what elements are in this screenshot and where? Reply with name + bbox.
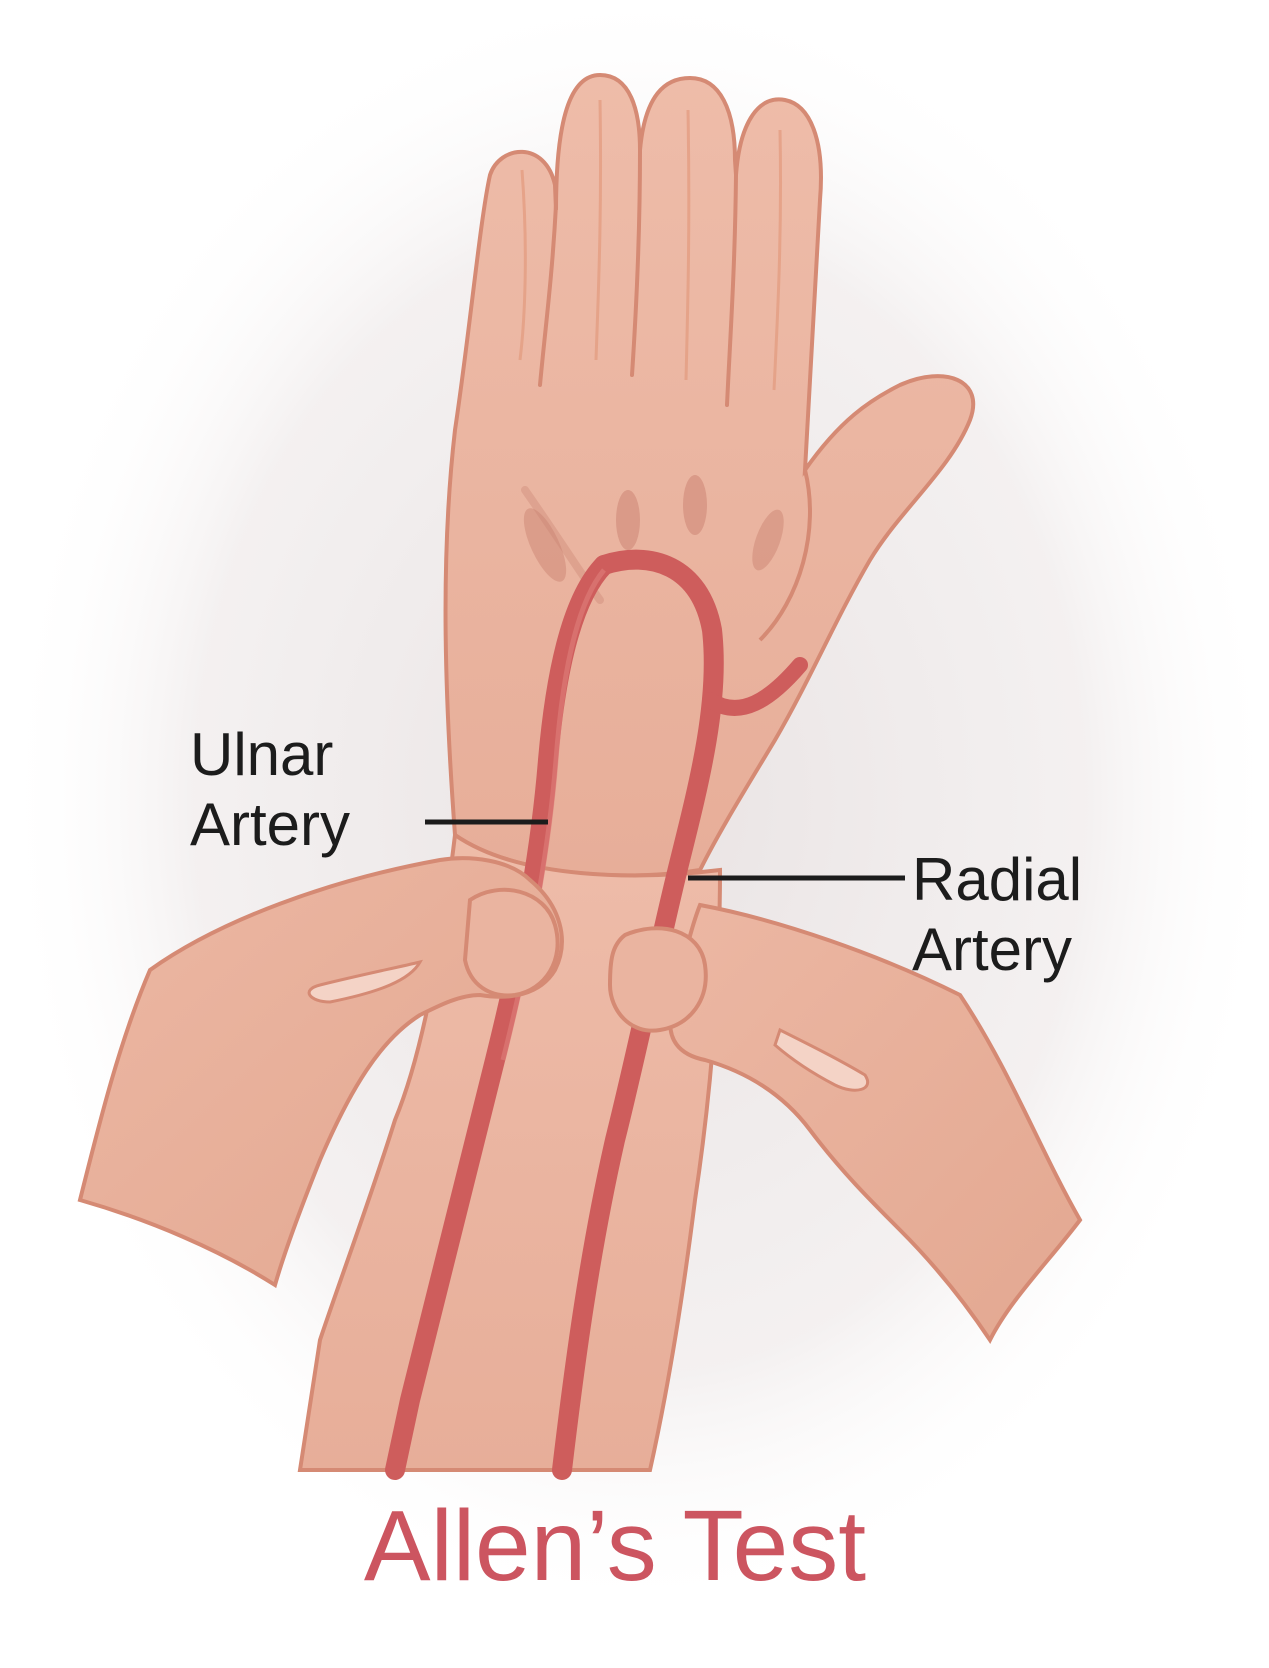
examiner-right-hand [607, 902, 1083, 1344]
patient-palm [443, 72, 976, 878]
patient-hand [297, 72, 976, 1472]
examiner-left-hand [77, 856, 564, 1289]
examiner-left-hand-shape [77, 856, 564, 1289]
radial-label-line1: Radial [912, 846, 1082, 913]
ulnar-label-group: Ulnar Artery [190, 721, 548, 858]
ulnar-label-line2: Artery [190, 791, 350, 858]
finger-crease-2 [630, 148, 642, 377]
palm-shadow-1 [523, 508, 567, 582]
radial-artery [552, 549, 724, 1480]
examiner-left-fold [307, 959, 423, 1004]
palm-shadow-3 [683, 475, 707, 535]
palm-shadow-4 [752, 509, 784, 571]
palmar-arch [702, 657, 808, 716]
palm-shadow-2 [616, 490, 640, 550]
thumb-crease [758, 469, 812, 642]
examiner-right-fold [773, 1027, 869, 1092]
finger-highlight-2 [594, 99, 603, 361]
finger-highlight-1 [518, 169, 527, 361]
radial-label-line2: Artery [912, 916, 1072, 983]
examiner-right-hand-shape [668, 902, 1083, 1344]
finger-crease-3 [725, 173, 738, 407]
finger-highlight-4 [772, 129, 783, 391]
diagram-title: Allen’s Test [364, 1490, 866, 1602]
examiner-left-thumb [462, 887, 560, 998]
finger-highlight-3 [684, 109, 691, 381]
examiner-right-thumb [607, 926, 708, 1033]
ulnar-label-line1: Ulnar [190, 721, 333, 788]
finger-crease-1 [538, 203, 558, 387]
radial-label-group: Radial Artery [688, 846, 1082, 983]
